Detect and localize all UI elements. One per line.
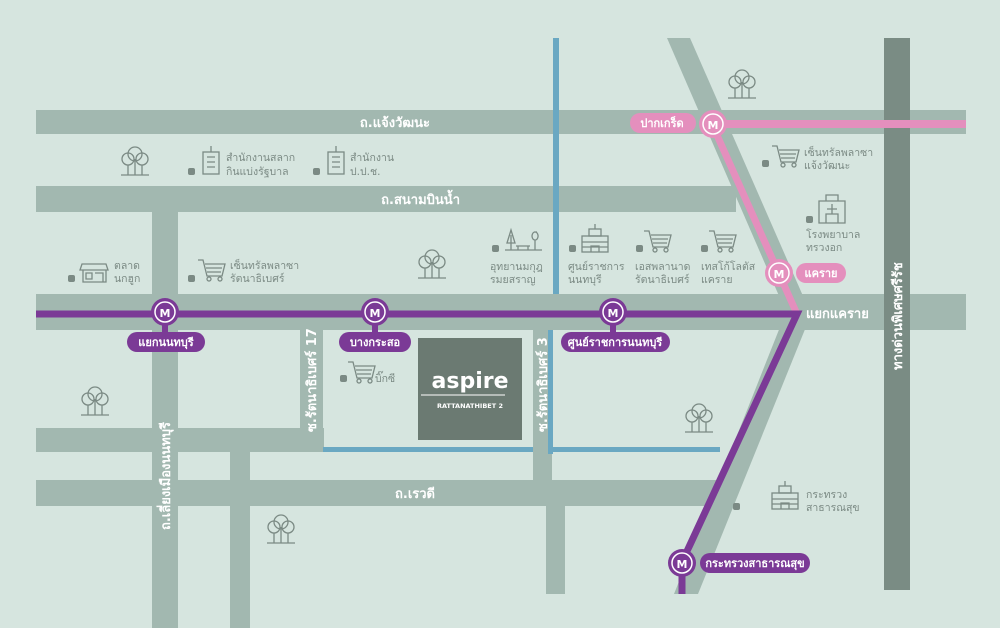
svg-text:รมยสราญ: รมยสราญ [490,274,536,286]
svg-text:กระทรวง: กระทรวง [806,489,847,501]
svg-text:สำนักงานสลาก: สำนักงานสลาก [226,152,295,164]
poi-bigc: บิ๊กซี [340,361,395,385]
building-icon [581,223,609,253]
poi-tesco-lotus: เทสโก้โลตัส แคราย [701,230,756,286]
svg-text:ป.ป.ช.: ป.ป.ช. [350,166,380,178]
svg-text:ปากเกร็ด: ปากเกร็ด [640,116,683,130]
svg-text:แคราย: แคราย [701,274,732,286]
road-diagonal-south [674,312,812,594]
metro-icon: M [708,119,719,132]
cart-icon [643,230,672,253]
poi-lottery-office: สำนักงานสลาก กินแบ่งรัฐบาล [188,145,295,178]
svg-text:เซ็นทรัลพลาซา: เซ็นทรัลพลาซา [804,145,873,159]
market-icon [79,263,109,283]
poi-government-center: ศูนย์ราชการ นนทบุรี [568,223,625,286]
svg-text:สาธารณสุข: สาธารณสุข [806,502,860,514]
cart-icon [771,145,800,168]
svg-text:รัตนาธิเบศร์: รัตนาธิเบศร์ [230,272,285,285]
svg-text:ตลาด: ตลาด [114,260,140,272]
svg-text:กินแบ่งรัฐบาล: กินแบ่งรัฐบาล [226,166,289,178]
svg-text:นกฮูก: นกฮูก [114,273,140,285]
svg-text:นนทบุรี: นนทบุรี [568,273,602,286]
project-aspire-rattanathibet-2[interactable]: aspire RATTANATHIBET 2 [418,338,522,440]
svg-text:รัตนาธิเบศร์: รัตนาธิเบศร์ [635,273,690,286]
label-sanam-bin-nam: ถ.สนามบินน้ำ [381,189,460,208]
poi-park: อุทยานมกุฎ รมยสราญ [490,227,543,286]
tree-icon [684,403,714,433]
road-sanam-bin-nam [36,186,736,212]
metro-icon: M [160,307,171,320]
svg-text:ศูนย์ราชการ: ศูนย์ราชการ [568,260,625,273]
poi-esplanade: เอสพลานาด รัตนาธิเบศร์ [635,230,690,286]
project-logo: aspire [432,369,509,394]
canals [323,38,720,454]
svg-text:เทสโก้โลตัส: เทสโก้โลตัส [701,260,756,273]
svg-text:แยกนนทบุรี: แยกนนทบุรี [138,336,193,350]
metro-icon: M [677,558,688,571]
building-icon [202,145,220,175]
svg-text:บิ๊กซี: บิ๊กซี [375,370,395,385]
expressway [884,38,910,590]
cart-icon [197,259,226,282]
station-government-center[interactable]: M ศูนย์ราชการนนทบุรี [561,298,670,352]
svg-text:กระทรวงสาธารณสุข: กระทรวงสาธารณสุข [705,557,804,571]
label-chaeng-watthana: ถ.แจ้งวัฒนะ [360,115,430,131]
svg-text:ทรวงอก: ทรวงอก [806,242,842,254]
hospital-icon [818,194,846,224]
label-khae-rai-junction: แยกแคราย [806,307,869,322]
tree-icon [120,146,150,176]
label-bypass: ถ.เลี่ยงเมืองนนทบุรี [156,422,174,530]
label-soi-17: ซ.รัตนาธิเบศร์ 17 [304,328,320,432]
park-icon [505,227,542,251]
road-soi-17 [300,330,323,452]
metro-icon: M [370,307,381,320]
cart-icon [708,230,737,253]
tree-icon [417,249,447,279]
tree-icon [727,69,757,99]
metro-icon: M [774,268,785,281]
svg-text:โรงพยาบาล: โรงพยาบาล [806,228,860,241]
project-subtitle: RATTANATHIBET 2 [437,402,503,410]
svg-text:ศูนย์ราชการนนทบุรี: ศูนย์ราชการนนทบุรี [568,336,663,350]
poi-central-chaeng-watthana: เซ็นทรัลพลาซา แจ้งวัฒนะ [762,145,873,172]
label-expressway: ทางด่วนพิเศษศรีรัช [890,262,906,370]
poi-chest-hospital: โรงพยาบาล ทรวงอก [806,194,860,254]
svg-text:เซ็นทรัลพลาซา: เซ็นทรัลพลาซา [230,258,299,272]
road-soi-3-south [546,506,565,594]
station-pak-kret[interactable]: ปากเกร็ด M [630,110,727,138]
road-soi-3 [533,330,552,480]
poi-nacc-office: สำนักงาน ป.ป.ช. [313,145,394,178]
purple-line [36,310,803,594]
building-icon [771,480,799,510]
tree-icon [266,514,296,544]
road-side [230,452,250,628]
metro-icon: M [608,307,619,320]
svg-text:สำนักงาน: สำนักงาน [350,152,394,164]
station-khae-rai[interactable]: M แคราย [765,259,846,287]
svg-text:เอสพลานาด: เอสพลานาด [635,261,690,273]
svg-text:แคราย: แคราย [805,267,838,280]
label-soi-3: ซ.รัตนาธิเบศร์ 3 [535,337,551,432]
poi-ministry-public-health: กระทรวง สาธารณสุข [733,480,860,514]
poi-nok-hook-market: ตลาด นกฮูก [68,260,140,285]
svg-text:บางกระสอ: บางกระสอ [350,336,400,349]
svg-text:แจ้งวัฒนะ: แจ้งวัฒนะ [804,160,850,172]
tree-icon [80,386,110,416]
road-bypass [152,212,178,628]
building-icon [327,145,345,175]
label-rewadi: ถ.เรวดี [395,486,435,502]
cart-icon [347,361,376,384]
station-bang-krasor[interactable]: M บางกระสอ [339,298,411,352]
station-ministry-public-health[interactable]: M กระทรวงสาธารณสุข [668,549,810,577]
road-rewadi [36,480,716,506]
svg-text:อุทยานมกุฎ: อุทยานมกุฎ [490,261,543,273]
poi-central-rattanathibet: เซ็นทรัลพลาซา รัตนาธิเบศร์ [188,258,299,285]
road-lower [36,428,324,452]
station-yaek-nonthaburi[interactable]: M แยกนนทบุรี [127,298,205,352]
